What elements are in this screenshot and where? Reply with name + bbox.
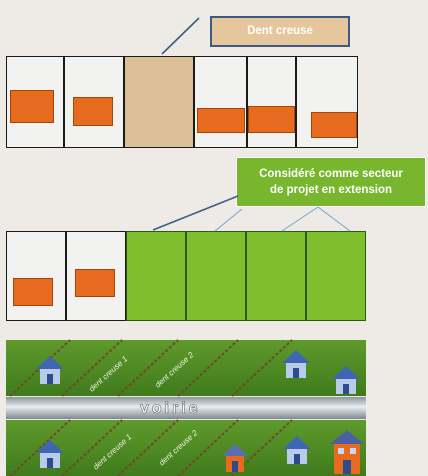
- building: [73, 97, 113, 126]
- lot-extension-1: [126, 231, 186, 321]
- lot-1-4: [194, 56, 247, 148]
- callout-secteur-extension: Considéré comme secteur de projet en ext…: [236, 157, 426, 207]
- lot-2-1: [6, 231, 66, 321]
- building: [248, 106, 295, 133]
- building: [10, 90, 54, 123]
- building: [75, 269, 115, 297]
- callout-secteur-line2: de projet en extension: [269, 184, 393, 196]
- plot-dividers-bottom: [9, 419, 293, 476]
- leader-dent-creuse: [161, 17, 200, 55]
- house-icon-new: [330, 430, 364, 474]
- leader-secteur-2: [214, 208, 243, 232]
- lot-extension-4: [306, 231, 366, 321]
- leader-secteur-3: [281, 206, 319, 232]
- house-icon: [36, 440, 64, 468]
- house-icon: [332, 366, 360, 394]
- lot-extension-2: [186, 231, 246, 321]
- lot-extension-3: [246, 231, 306, 321]
- leader-secteur-4: [317, 206, 351, 232]
- road: [6, 397, 366, 419]
- leader-secteur-1: [152, 195, 239, 231]
- lot-1-5: [247, 56, 296, 148]
- callout-dent-creuse: Dent creuse: [210, 16, 350, 47]
- house-icon-new: [222, 444, 248, 472]
- callout-secteur-line1: Considéré comme secteur: [259, 167, 403, 180]
- lot-2-2: [66, 231, 126, 321]
- building: [13, 278, 53, 306]
- lot-1-1: [6, 56, 64, 148]
- building: [311, 112, 357, 138]
- house-icon: [282, 350, 310, 378]
- lot-dent-creuse: [124, 56, 194, 148]
- building: [197, 108, 245, 133]
- lot-1-6: [296, 56, 358, 148]
- house-icon: [283, 436, 311, 464]
- lot-1-2: [64, 56, 124, 148]
- road-label: voirie: [140, 400, 201, 417]
- house-icon: [36, 356, 64, 384]
- callout-dent-creuse-text: Dent creuse: [247, 25, 313, 38]
